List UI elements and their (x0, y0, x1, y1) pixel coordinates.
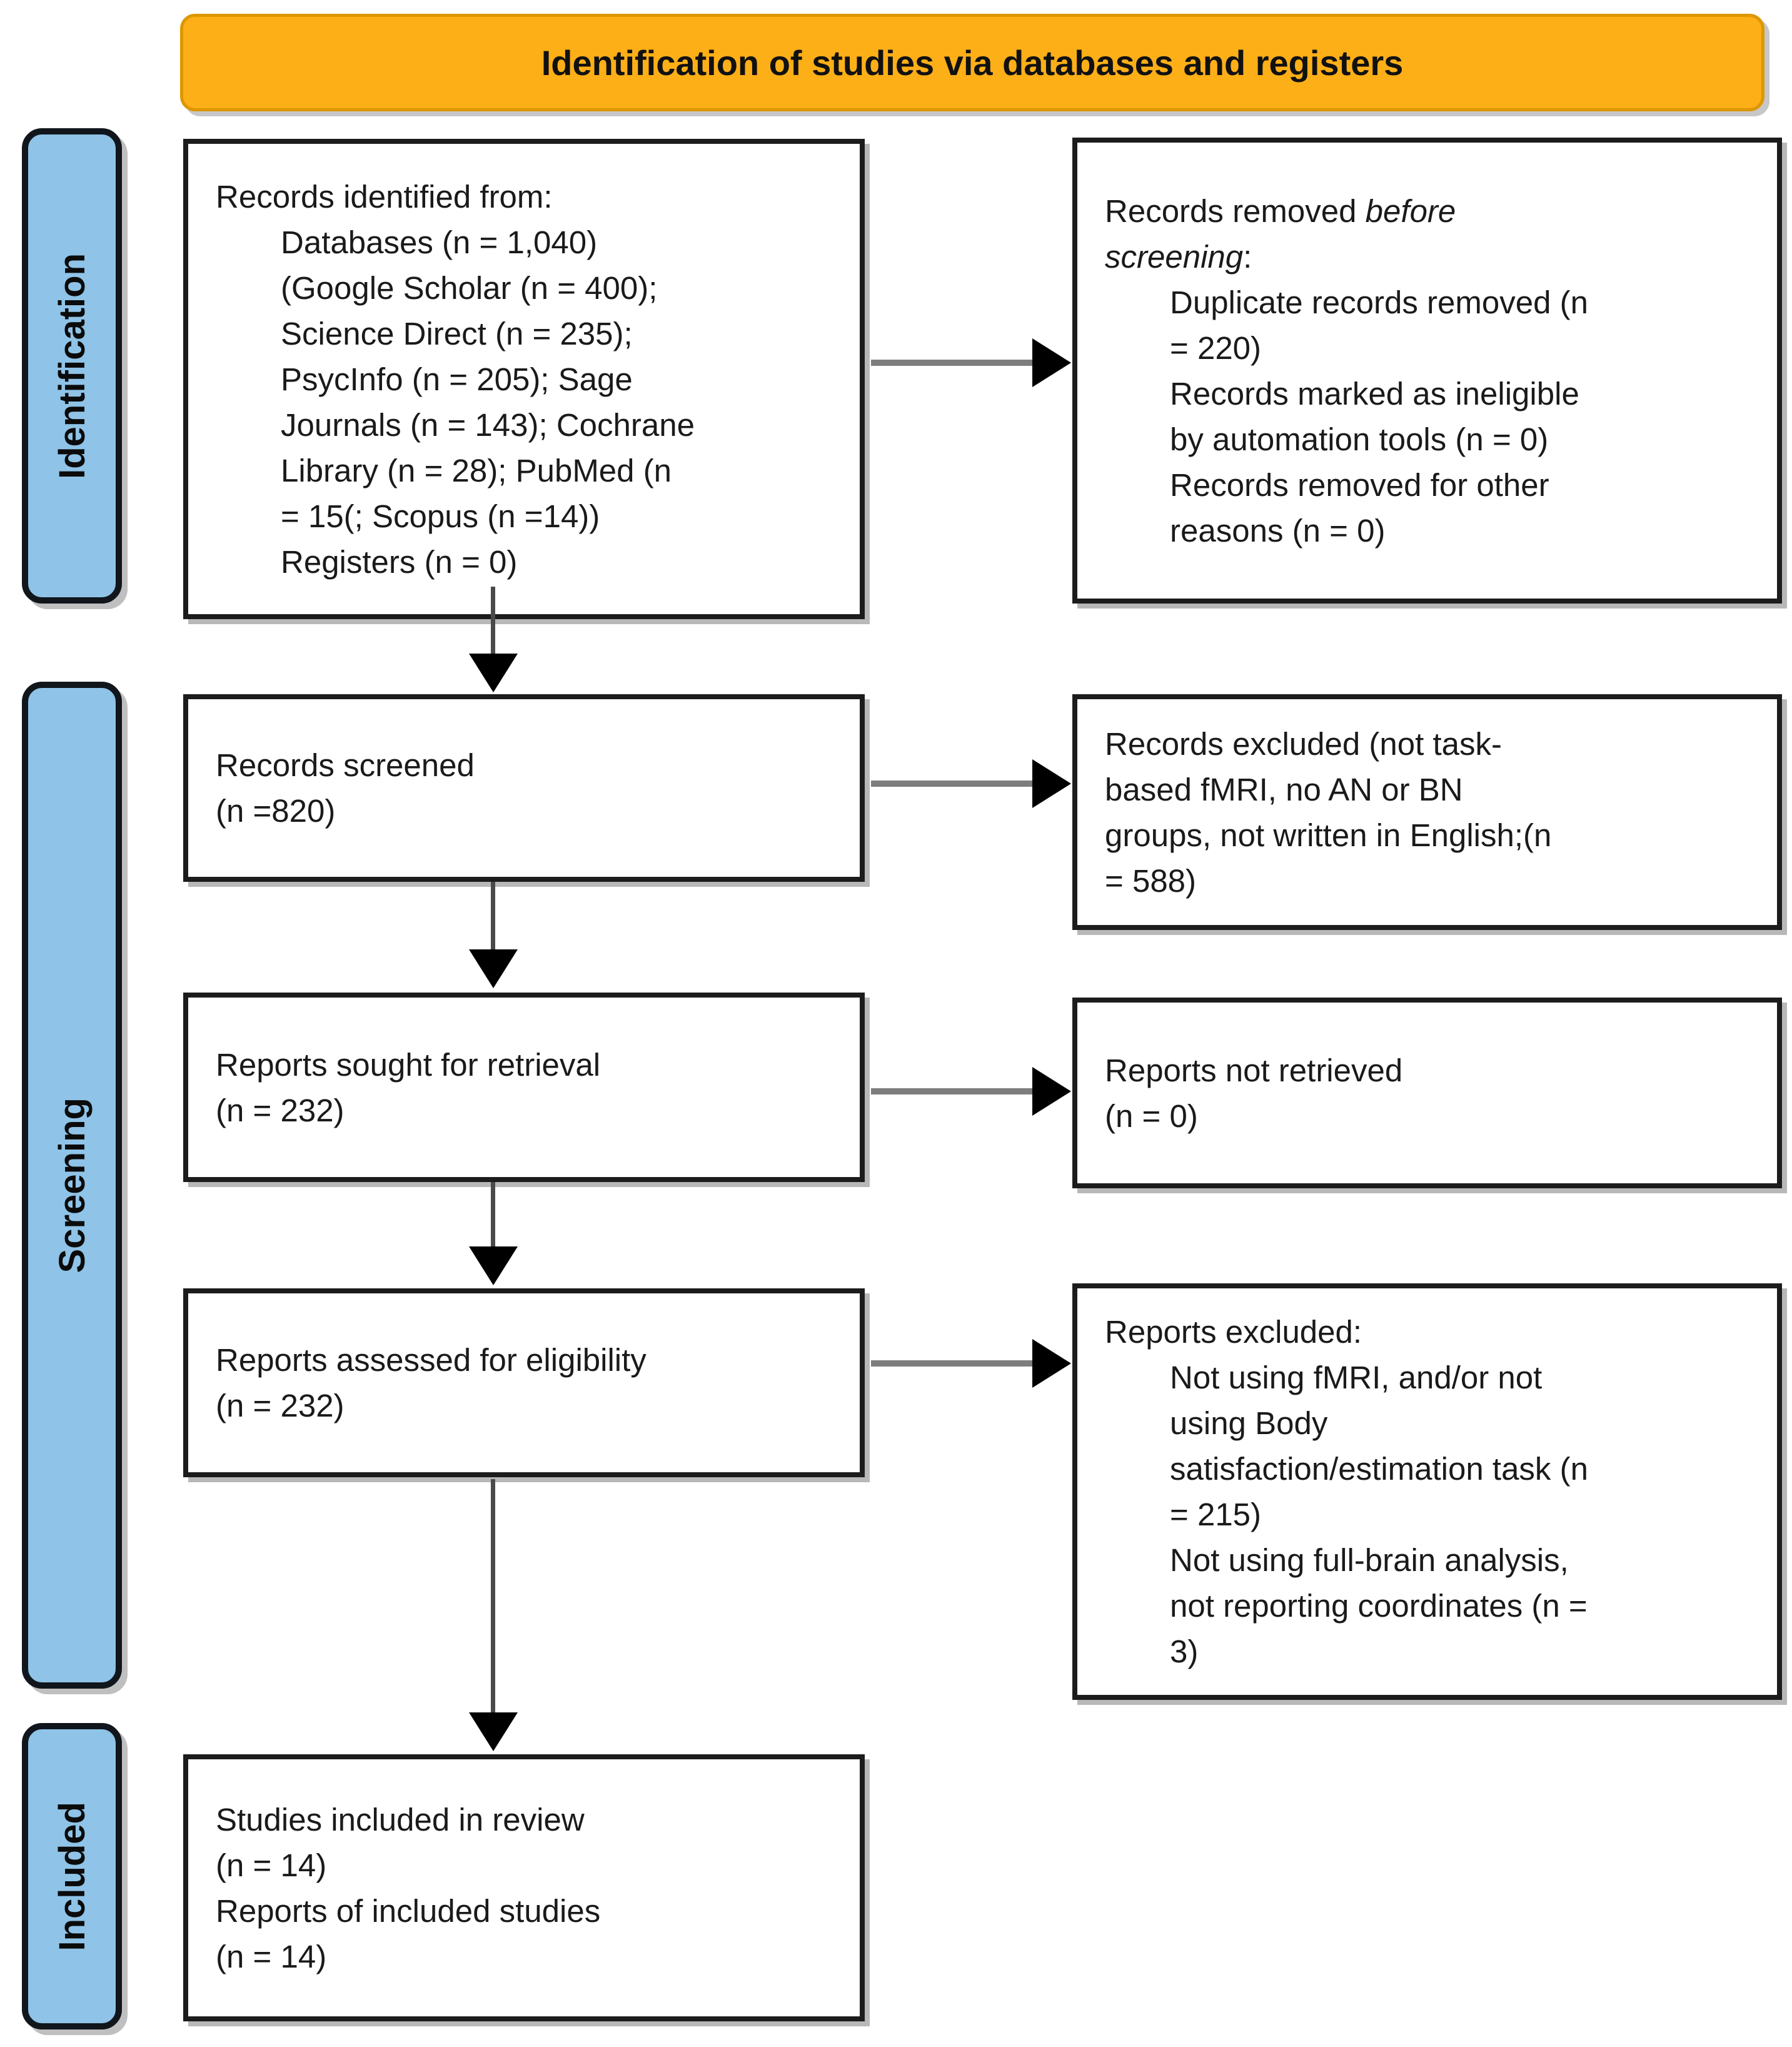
text-line: Journals (n = 143); Cochrane (281, 407, 695, 443)
box-reports-sought: Reports sought for retrieval (n = 232) (183, 993, 865, 1182)
box-records-removed: Records removed before screening: Duplic… (1072, 138, 1782, 604)
arrow-line (491, 882, 495, 952)
text-line: Duplicate records removed (n (1170, 284, 1588, 320)
banner: Identification of studies via databases … (180, 14, 1764, 111)
text-line: PsycInfo (n = 205); Sage (281, 361, 633, 397)
text-line: Records marked as ineligible (1170, 375, 1579, 412)
text-line: Library (n = 28); PubMed (n (281, 452, 672, 488)
text-line: Records screened (216, 747, 475, 783)
text-line: = 220) (1170, 330, 1262, 366)
arrow-line (871, 360, 1035, 366)
text-line: 3) (1170, 1634, 1199, 1669)
box-reports-excluded: Reports excluded: Not using fMRI, and/or… (1072, 1283, 1782, 1700)
text-line: Not using fMRI, and/or not (1170, 1360, 1543, 1395)
text-line: not reporting coordinates (n = (1170, 1588, 1588, 1624)
text-line: satisfaction/estimation task (n (1170, 1451, 1588, 1487)
arrow-line (491, 587, 495, 657)
text-line: (n = 232) (216, 1388, 345, 1423)
text-line: = 215) (1170, 1497, 1262, 1532)
text-line: screening: (1105, 238, 1252, 275)
banner-label: Identification of studies via databases … (541, 43, 1404, 83)
text-line: Reports sought for retrieval (216, 1046, 601, 1083)
text-line: Records removed before (1105, 193, 1456, 229)
box-records-identified: Records identified from: Databases (n = … (183, 139, 865, 619)
text-line: Records removed for other (1170, 467, 1549, 503)
arrow-head (469, 654, 518, 692)
text-line: (n = 14) (216, 1938, 327, 1974)
stage-screening: Screening (22, 682, 122, 1689)
arrow-head (469, 949, 518, 988)
text-line: Records excluded (not task- (1105, 725, 1502, 762)
text-line: Reports excluded: (1105, 1314, 1362, 1350)
text-line: (n = 0) (1105, 1098, 1198, 1134)
arrow-head (1032, 1339, 1071, 1388)
text-line: = 15(; Scopus (n =14)) (281, 498, 600, 534)
text-line: Reports not retrieved (1105, 1052, 1403, 1088)
text-line: Records identified from: (216, 178, 553, 215)
arrow-line (871, 1088, 1035, 1094)
arrow-head (1032, 338, 1071, 387)
stage-identification-label: Identification (51, 253, 93, 479)
text-line: (Google Scholar (n = 400); (281, 270, 658, 306)
arrow-head (1032, 1067, 1071, 1116)
text-line: groups, not written in English;(n (1105, 817, 1552, 853)
box-records-screened: Records screened (n =820) (183, 694, 865, 882)
text-line: Reports of included studies (216, 1893, 601, 1929)
text-line: by automation tools (n = 0) (1170, 421, 1549, 457)
stage-included-label: Included (51, 1801, 93, 1951)
text-line: Databases (n = 1,040) (281, 224, 598, 260)
text-line: using Body (1170, 1405, 1328, 1441)
arrow-head (469, 1712, 518, 1751)
arrow-line (871, 1360, 1035, 1367)
arrow-head (1032, 759, 1071, 808)
arrow-head (469, 1246, 518, 1285)
arrow-line (491, 1479, 495, 1716)
box-reports-assessed: Reports assessed for eligibility (n = 23… (183, 1288, 865, 1477)
text-line: Not using full-brain analysis, (1170, 1542, 1569, 1578)
box-reports-not-retrieved: Reports not retrieved (n = 0) (1072, 998, 1782, 1188)
stage-identification: Identification (22, 128, 122, 604)
text-line: (n = 232) (216, 1092, 345, 1128)
text-line: Registers (n = 0) (281, 543, 518, 580)
text-line: Reports assessed for eligibility (216, 1342, 647, 1378)
text-line: Science Direct (n = 235); (281, 315, 633, 351)
text-line: based fMRI, no AN or BN (1105, 771, 1463, 807)
stage-included: Included (22, 1723, 122, 2029)
text-line: Studies included in review (216, 1801, 585, 1837)
text-line: reasons (n = 0) (1170, 512, 1386, 548)
text-line: (n =820) (216, 793, 336, 829)
arrow-line (871, 781, 1035, 787)
text-line: (n = 14) (216, 1847, 327, 1883)
text-line: = 588) (1105, 862, 1197, 899)
arrow-line (491, 1182, 495, 1250)
box-studies-included: Studies included in review (n = 14) Repo… (183, 1754, 865, 2021)
box-records-excluded: Records excluded (not task- based fMRI, … (1072, 694, 1782, 930)
stage-screening-label: Screening (51, 1097, 93, 1273)
